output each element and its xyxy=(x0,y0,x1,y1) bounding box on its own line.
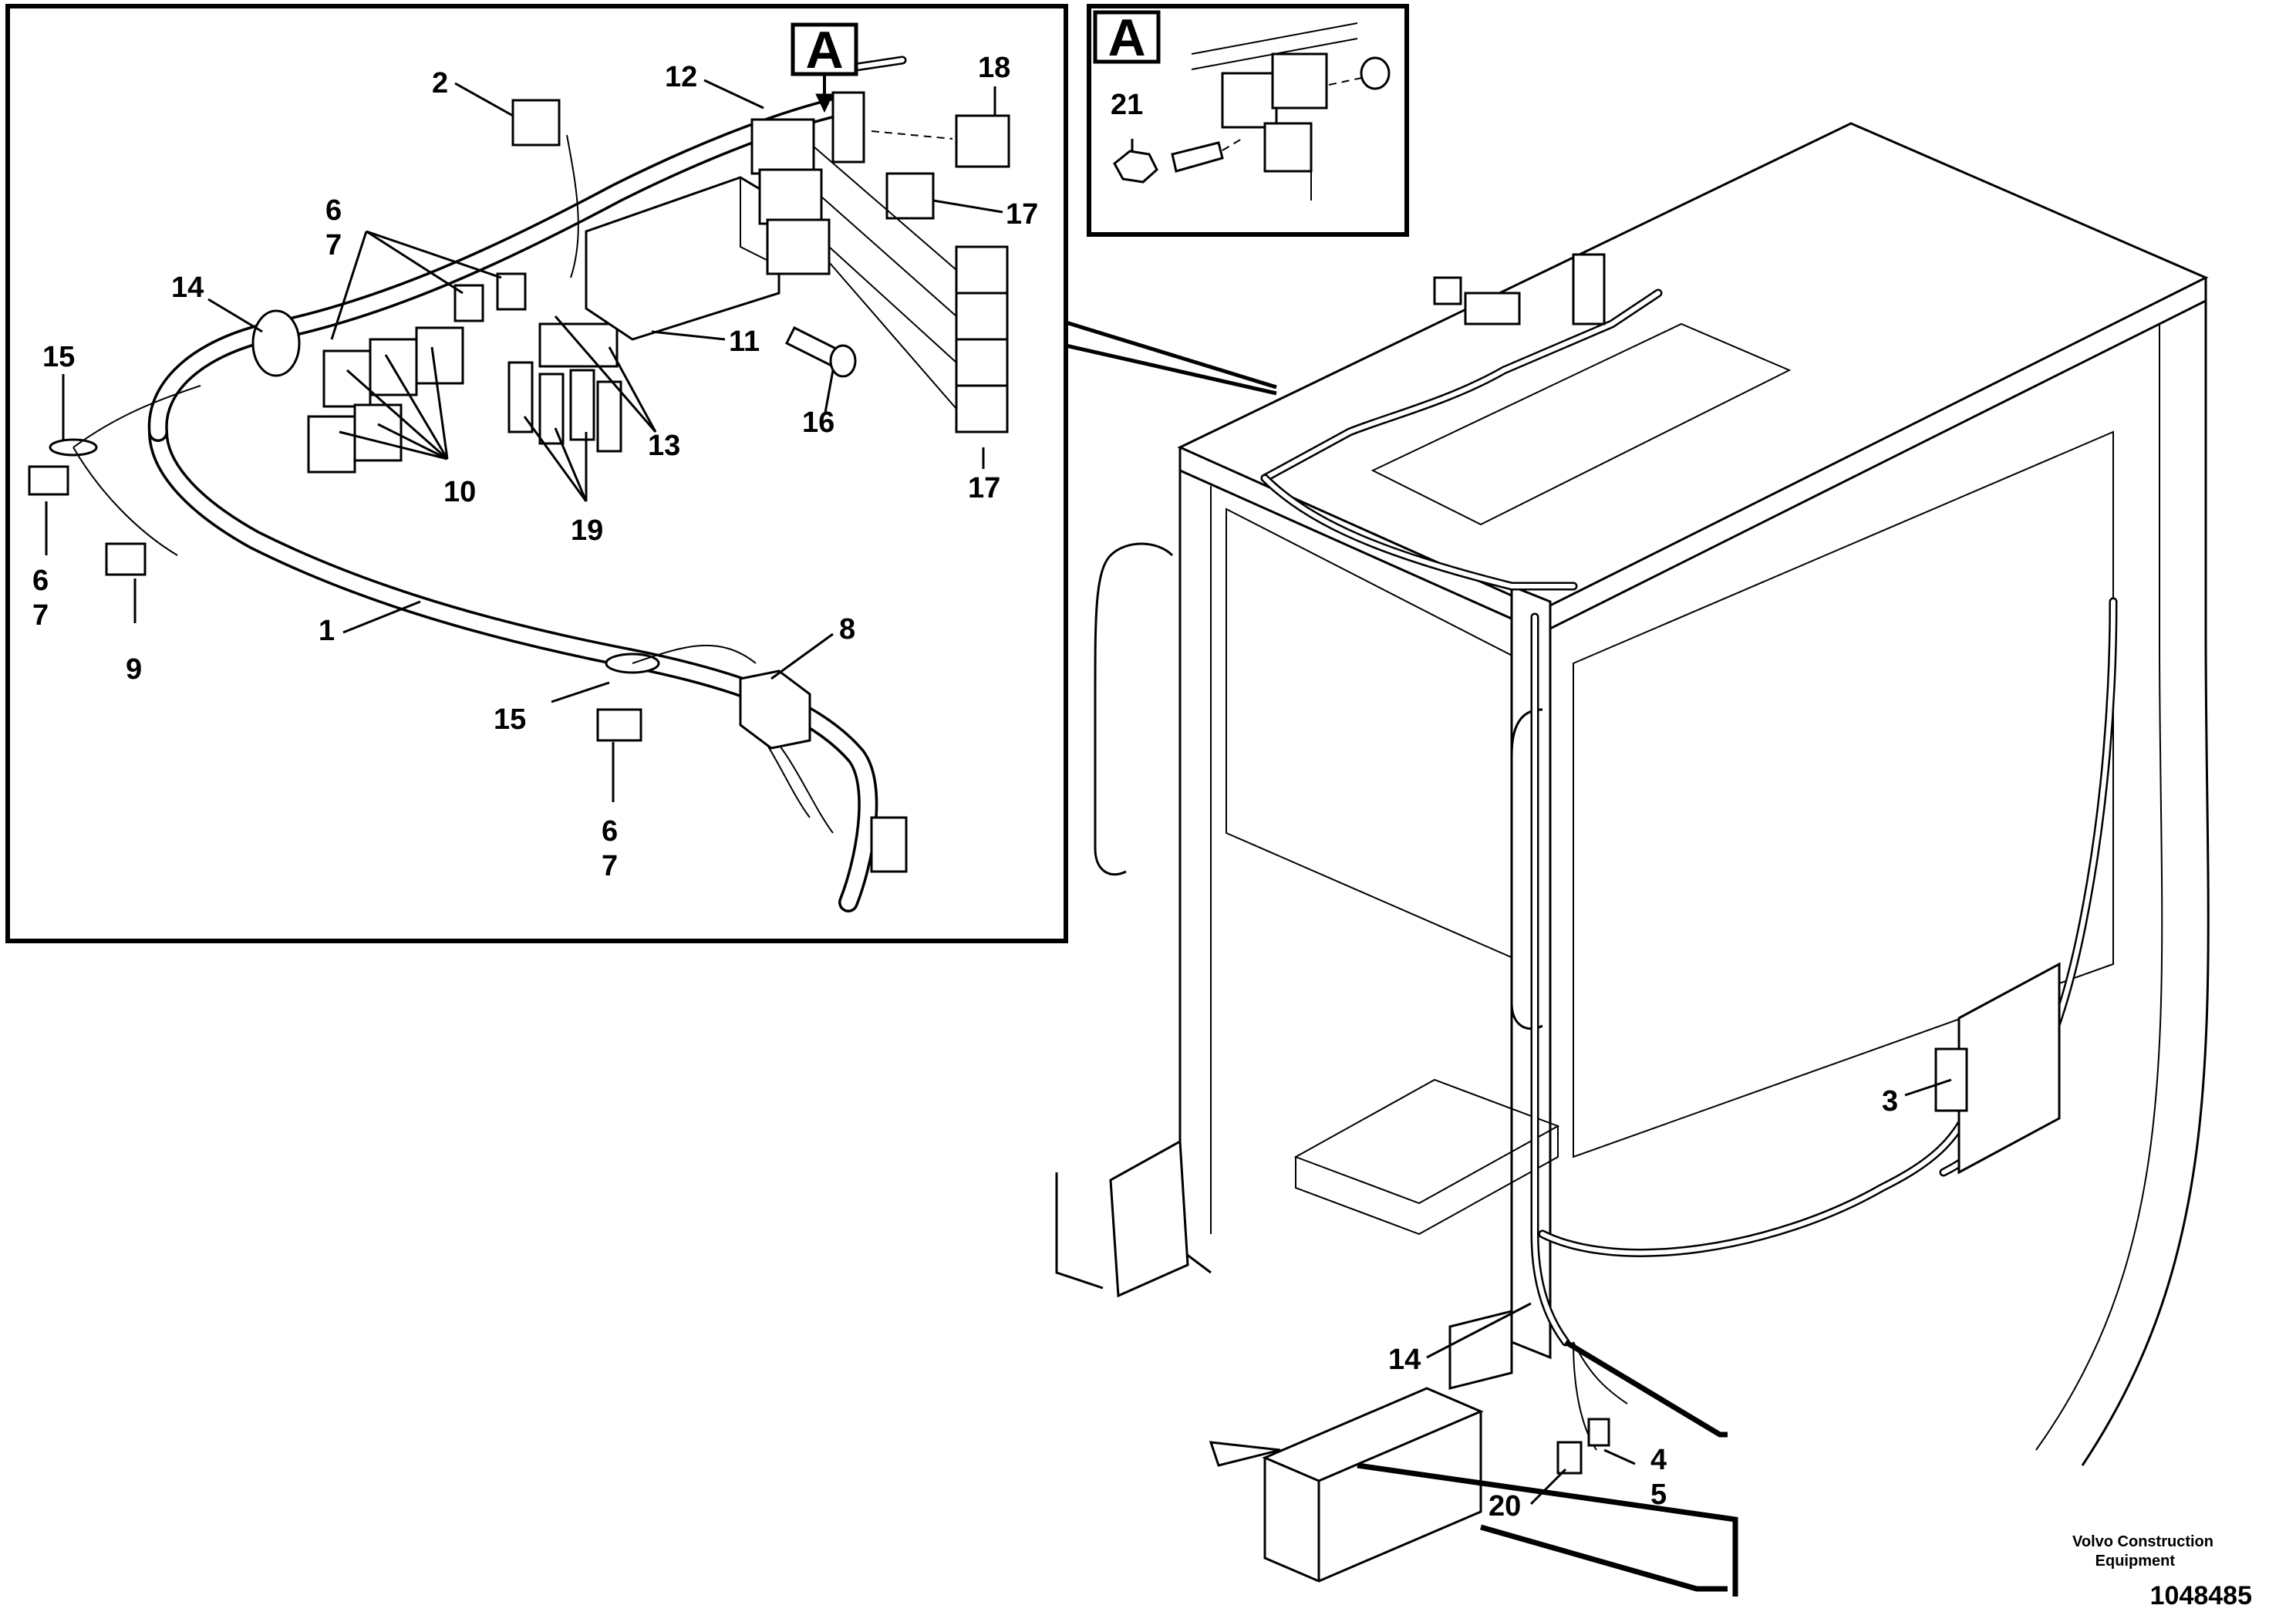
relay-12 xyxy=(750,118,815,175)
callout-9: 9 xyxy=(126,653,142,686)
main-harness-1 xyxy=(148,422,878,912)
callout-13: 13 xyxy=(648,430,680,462)
callout-5: 5 xyxy=(1650,1479,1667,1511)
harness-sleeve xyxy=(251,309,301,377)
fuse-bracket-13 xyxy=(538,322,619,368)
credit-line-2: Equipment xyxy=(2095,1553,2176,1570)
roof-plate xyxy=(1371,322,1792,526)
right-mesh-panel xyxy=(1573,430,2114,1158)
relay-block-10c xyxy=(415,326,464,385)
callout-6-left: 6 xyxy=(32,565,49,597)
callout-17-upper: 17 xyxy=(1006,198,1038,231)
inset-relay-a xyxy=(1221,72,1278,129)
detail-view-frame xyxy=(5,4,1068,943)
callout-11: 11 xyxy=(729,325,760,358)
fuse-holder-19b xyxy=(538,373,565,445)
callout-14-detail: 14 xyxy=(171,271,204,304)
machine-overview: 3 14 4 5 20 20 xyxy=(1055,122,2210,1597)
bolt-head-21 xyxy=(1113,150,1158,184)
fuse-holder-19c xyxy=(569,369,595,441)
callout-2: 2 xyxy=(432,67,448,99)
callout-1: 1 xyxy=(319,615,335,647)
callout-6-bottom: 6 xyxy=(602,815,618,848)
relay-18 xyxy=(955,114,1010,168)
callout-7-top: 7 xyxy=(325,229,342,261)
connector-6-7-c xyxy=(28,465,69,496)
callout-18: 18 xyxy=(978,52,1010,84)
connector-6-7-a xyxy=(453,284,484,322)
callout-20: 20 xyxy=(1489,1490,1521,1523)
callout-19: 19 xyxy=(571,514,603,547)
relay-12c xyxy=(766,218,831,275)
relay-17b xyxy=(955,245,1009,295)
relay-block-10a xyxy=(322,349,372,408)
inset-washer xyxy=(1360,56,1391,90)
cab-roof xyxy=(1177,122,2209,611)
relay-17e xyxy=(955,384,1009,433)
relay-12b xyxy=(758,168,823,225)
inset-view-a: A 21 21 xyxy=(1087,4,1409,237)
callout-6-top: 6 xyxy=(325,194,342,227)
callout-15-left: 15 xyxy=(42,341,75,373)
relay-2 xyxy=(511,99,561,147)
relay-17c xyxy=(955,292,1009,341)
multi-pin-connector xyxy=(870,816,908,873)
bolt-21 xyxy=(1171,141,1224,173)
inset-label: A xyxy=(1108,8,1145,67)
connector-9 xyxy=(105,542,147,576)
inset-frame xyxy=(1087,4,1409,237)
callout-7-bottom: 7 xyxy=(602,850,618,882)
callout-7-left: 7 xyxy=(32,599,49,632)
callout-21-label: 21 xyxy=(1111,89,1143,121)
relay-block-10d xyxy=(307,415,356,474)
cab-rear-edge xyxy=(2081,301,2210,1466)
callout-8: 8 xyxy=(839,613,855,646)
roof-relay-block xyxy=(1464,292,1521,325)
connector-6-7-d xyxy=(596,708,642,742)
control-box-3 xyxy=(1957,962,2061,1175)
relay-17a xyxy=(885,172,935,220)
detail-label: A xyxy=(805,21,843,79)
fuse-holder-4-5 xyxy=(1587,1418,1610,1447)
callout-14-overview: 14 xyxy=(1388,1344,1421,1376)
callout-15-bottom: 15 xyxy=(494,703,526,736)
callout-3: 3 xyxy=(1882,1085,1898,1118)
credit-line-1: Volvo Construction xyxy=(2072,1533,2213,1550)
left-handle xyxy=(1094,542,1174,695)
connector-8 xyxy=(739,669,811,750)
callout-16: 16 xyxy=(802,406,834,439)
inset-relay-c xyxy=(1263,122,1313,173)
connector-6-7-b xyxy=(496,272,527,311)
fuse-holder-19d xyxy=(596,380,622,453)
inset-relay-b xyxy=(1271,52,1328,110)
callout-12: 12 xyxy=(665,61,697,93)
detail-label-box xyxy=(791,22,858,76)
fuse-20 xyxy=(1556,1441,1583,1475)
left-foot xyxy=(1109,1139,1189,1298)
callout-17-lower: 17 xyxy=(968,472,1000,504)
callout-10: 10 xyxy=(443,476,476,508)
drawing-number: 1048485 xyxy=(2150,1581,2252,1610)
callout-4: 4 xyxy=(1650,1444,1667,1476)
inset-label-box xyxy=(1093,10,1161,64)
relay-17d xyxy=(955,338,1009,387)
detail-view: A 2 12 18 17 11 xyxy=(5,4,1068,943)
